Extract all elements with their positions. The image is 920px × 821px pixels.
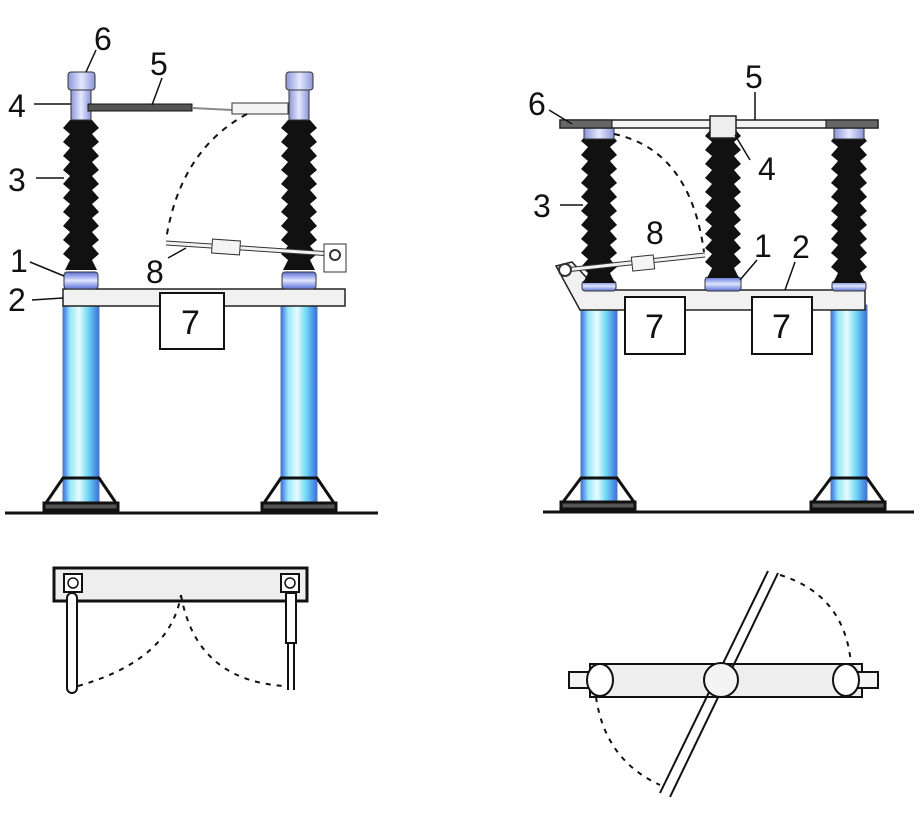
right-drive-box-2 (751, 296, 813, 355)
right-plan-contact-1 (586, 663, 614, 697)
left-plan-blade-1 (66, 592, 78, 694)
left-blade-tip (231, 102, 289, 115)
left-drive-rod-inner (165, 241, 333, 256)
left-cap-1 (67, 71, 96, 91)
left-callout-6: 6 (94, 21, 112, 57)
left-plan-swing-arc-1 (77, 594, 182, 687)
right-pillar-1 (580, 304, 618, 506)
left-plan-bolt-1 (67, 577, 79, 589)
right-leader-lines (548, 92, 796, 291)
left-drive-box (159, 292, 225, 350)
right-plan-swing-arc-1 (779, 574, 852, 665)
left-foot-1 (42, 476, 120, 512)
left-drive-box-label: 7 (181, 304, 200, 342)
left-ring-2 (281, 271, 317, 290)
right-pillar-2 (830, 304, 868, 506)
left-plan-mount-1 (63, 573, 83, 593)
right-callout-8: 8 (646, 215, 664, 251)
right-center-head (709, 115, 737, 139)
left-callout-1: 1 (10, 243, 28, 279)
left-pillar-2 (280, 304, 318, 506)
left-callout-3: 3 (8, 162, 26, 198)
left-view: 7 6 (5, 21, 378, 694)
left-cap-2 (285, 71, 314, 91)
right-drive-box-1-label: 7 (645, 308, 664, 346)
right-drive-box-2-label: 7 (772, 308, 791, 346)
left-blade-arm (87, 103, 193, 112)
right-insulator-2 (705, 128, 741, 278)
right-plan-pivot (703, 662, 739, 698)
right-callout-2: 2 (792, 229, 810, 265)
right-view: 7 7 (528, 59, 914, 798)
right-drive-box-1 (624, 296, 686, 355)
left-leader-lines (29, 49, 187, 301)
left-plan-blade-2-upper (285, 592, 297, 644)
right-insulator-1 (581, 133, 617, 283)
left-callout-8: 8 (146, 254, 164, 290)
left-plan-bolt-2 (284, 577, 296, 589)
right-plan-swing-arc-2 (595, 696, 661, 786)
left-drive-rod-coupling (211, 238, 241, 256)
right-plan-contact-2 (832, 663, 860, 697)
left-callout-5: 5 (150, 46, 168, 82)
right-drive-rod-coupling (630, 254, 656, 272)
right-foot-1 (559, 476, 637, 511)
right-callout-1: 1 (754, 228, 772, 264)
right-callout-3: 3 (533, 188, 551, 224)
right-foot-2 (809, 476, 887, 511)
left-drive-pivot (329, 249, 341, 261)
right-ring-2 (704, 276, 742, 292)
left-plan-mount-2 (280, 573, 300, 593)
left-callout-4: 4 (8, 88, 26, 124)
right-plan-view (568, 570, 879, 798)
left-blade-gap (191, 107, 233, 111)
left-plan-swing-arc-2 (180, 594, 285, 687)
right-callout-4: 4 (758, 151, 776, 187)
left-insulator-1 (63, 120, 99, 270)
right-swing-arc (613, 133, 705, 253)
left-insulator-2 (281, 120, 317, 270)
left-plan-view (52, 566, 309, 694)
right-callout-5: 5 (745, 59, 763, 95)
left-foot-2 (260, 476, 338, 512)
left-callout-2: 2 (8, 282, 26, 318)
right-insulator-3 (831, 133, 867, 283)
left-pillar-1 (62, 304, 100, 506)
left-swing-arc (165, 113, 248, 241)
right-blade-end-2 (825, 119, 879, 129)
right-drive-pivot (558, 263, 572, 277)
right-callout-6: 6 (528, 86, 546, 122)
left-contact-head-2 (288, 87, 310, 121)
right-blade-end-1 (559, 119, 613, 129)
left-ring-1 (63, 271, 99, 290)
